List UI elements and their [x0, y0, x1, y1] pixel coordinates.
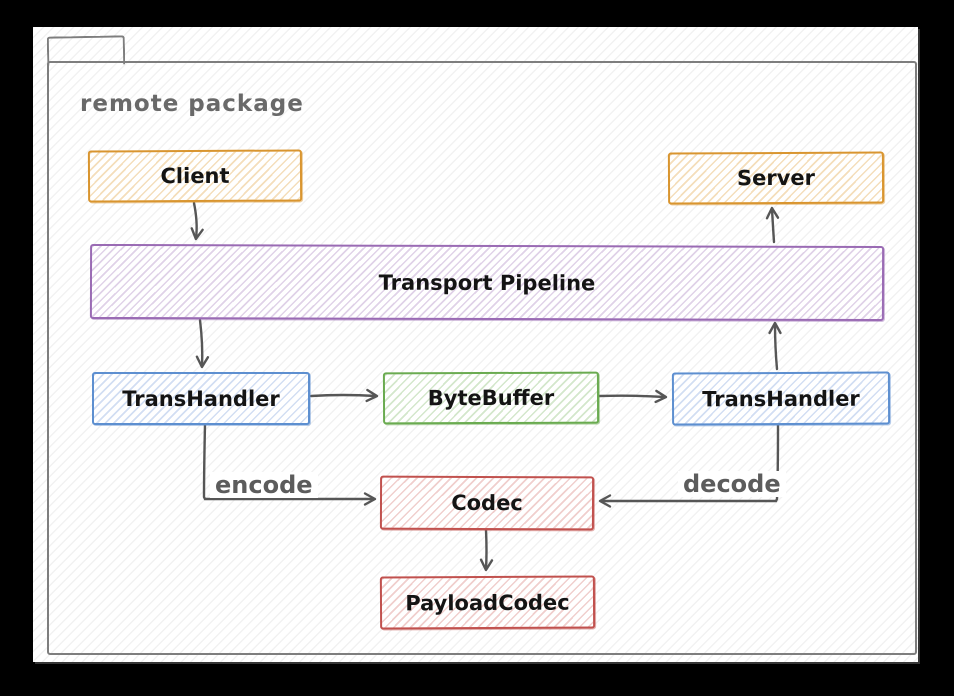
- node-label: Client: [160, 163, 230, 189]
- node-transhandler-left: TransHandler: [92, 372, 310, 425]
- node-label: PayloadCodec: [405, 590, 570, 615]
- package-body: [47, 61, 917, 655]
- node-server: Server: [667, 151, 885, 205]
- node-label: TransHandler: [122, 386, 280, 411]
- node-label: ByteBuffer: [427, 385, 555, 411]
- node-label: Codec: [451, 490, 523, 516]
- edge-label-decode: decode: [678, 471, 786, 497]
- node-bytebuffer: ByteBuffer: [382, 371, 600, 425]
- node-client: Client: [87, 149, 303, 203]
- diagram-canvas: remote package Client Server Transport P…: [33, 27, 918, 662]
- node-label: Server: [736, 165, 816, 191]
- node-payload-codec: PayloadCodec: [379, 575, 596, 630]
- node-label: Transport Pipeline: [378, 270, 596, 295]
- edge-label-encode: encode: [210, 472, 318, 498]
- package-label: remote package: [80, 91, 304, 117]
- node-codec: Codec: [379, 475, 595, 531]
- node-transhandler-right: TransHandler: [671, 371, 891, 426]
- node-label: TransHandler: [702, 386, 860, 411]
- node-transport-pipeline: Transport Pipeline: [89, 243, 885, 322]
